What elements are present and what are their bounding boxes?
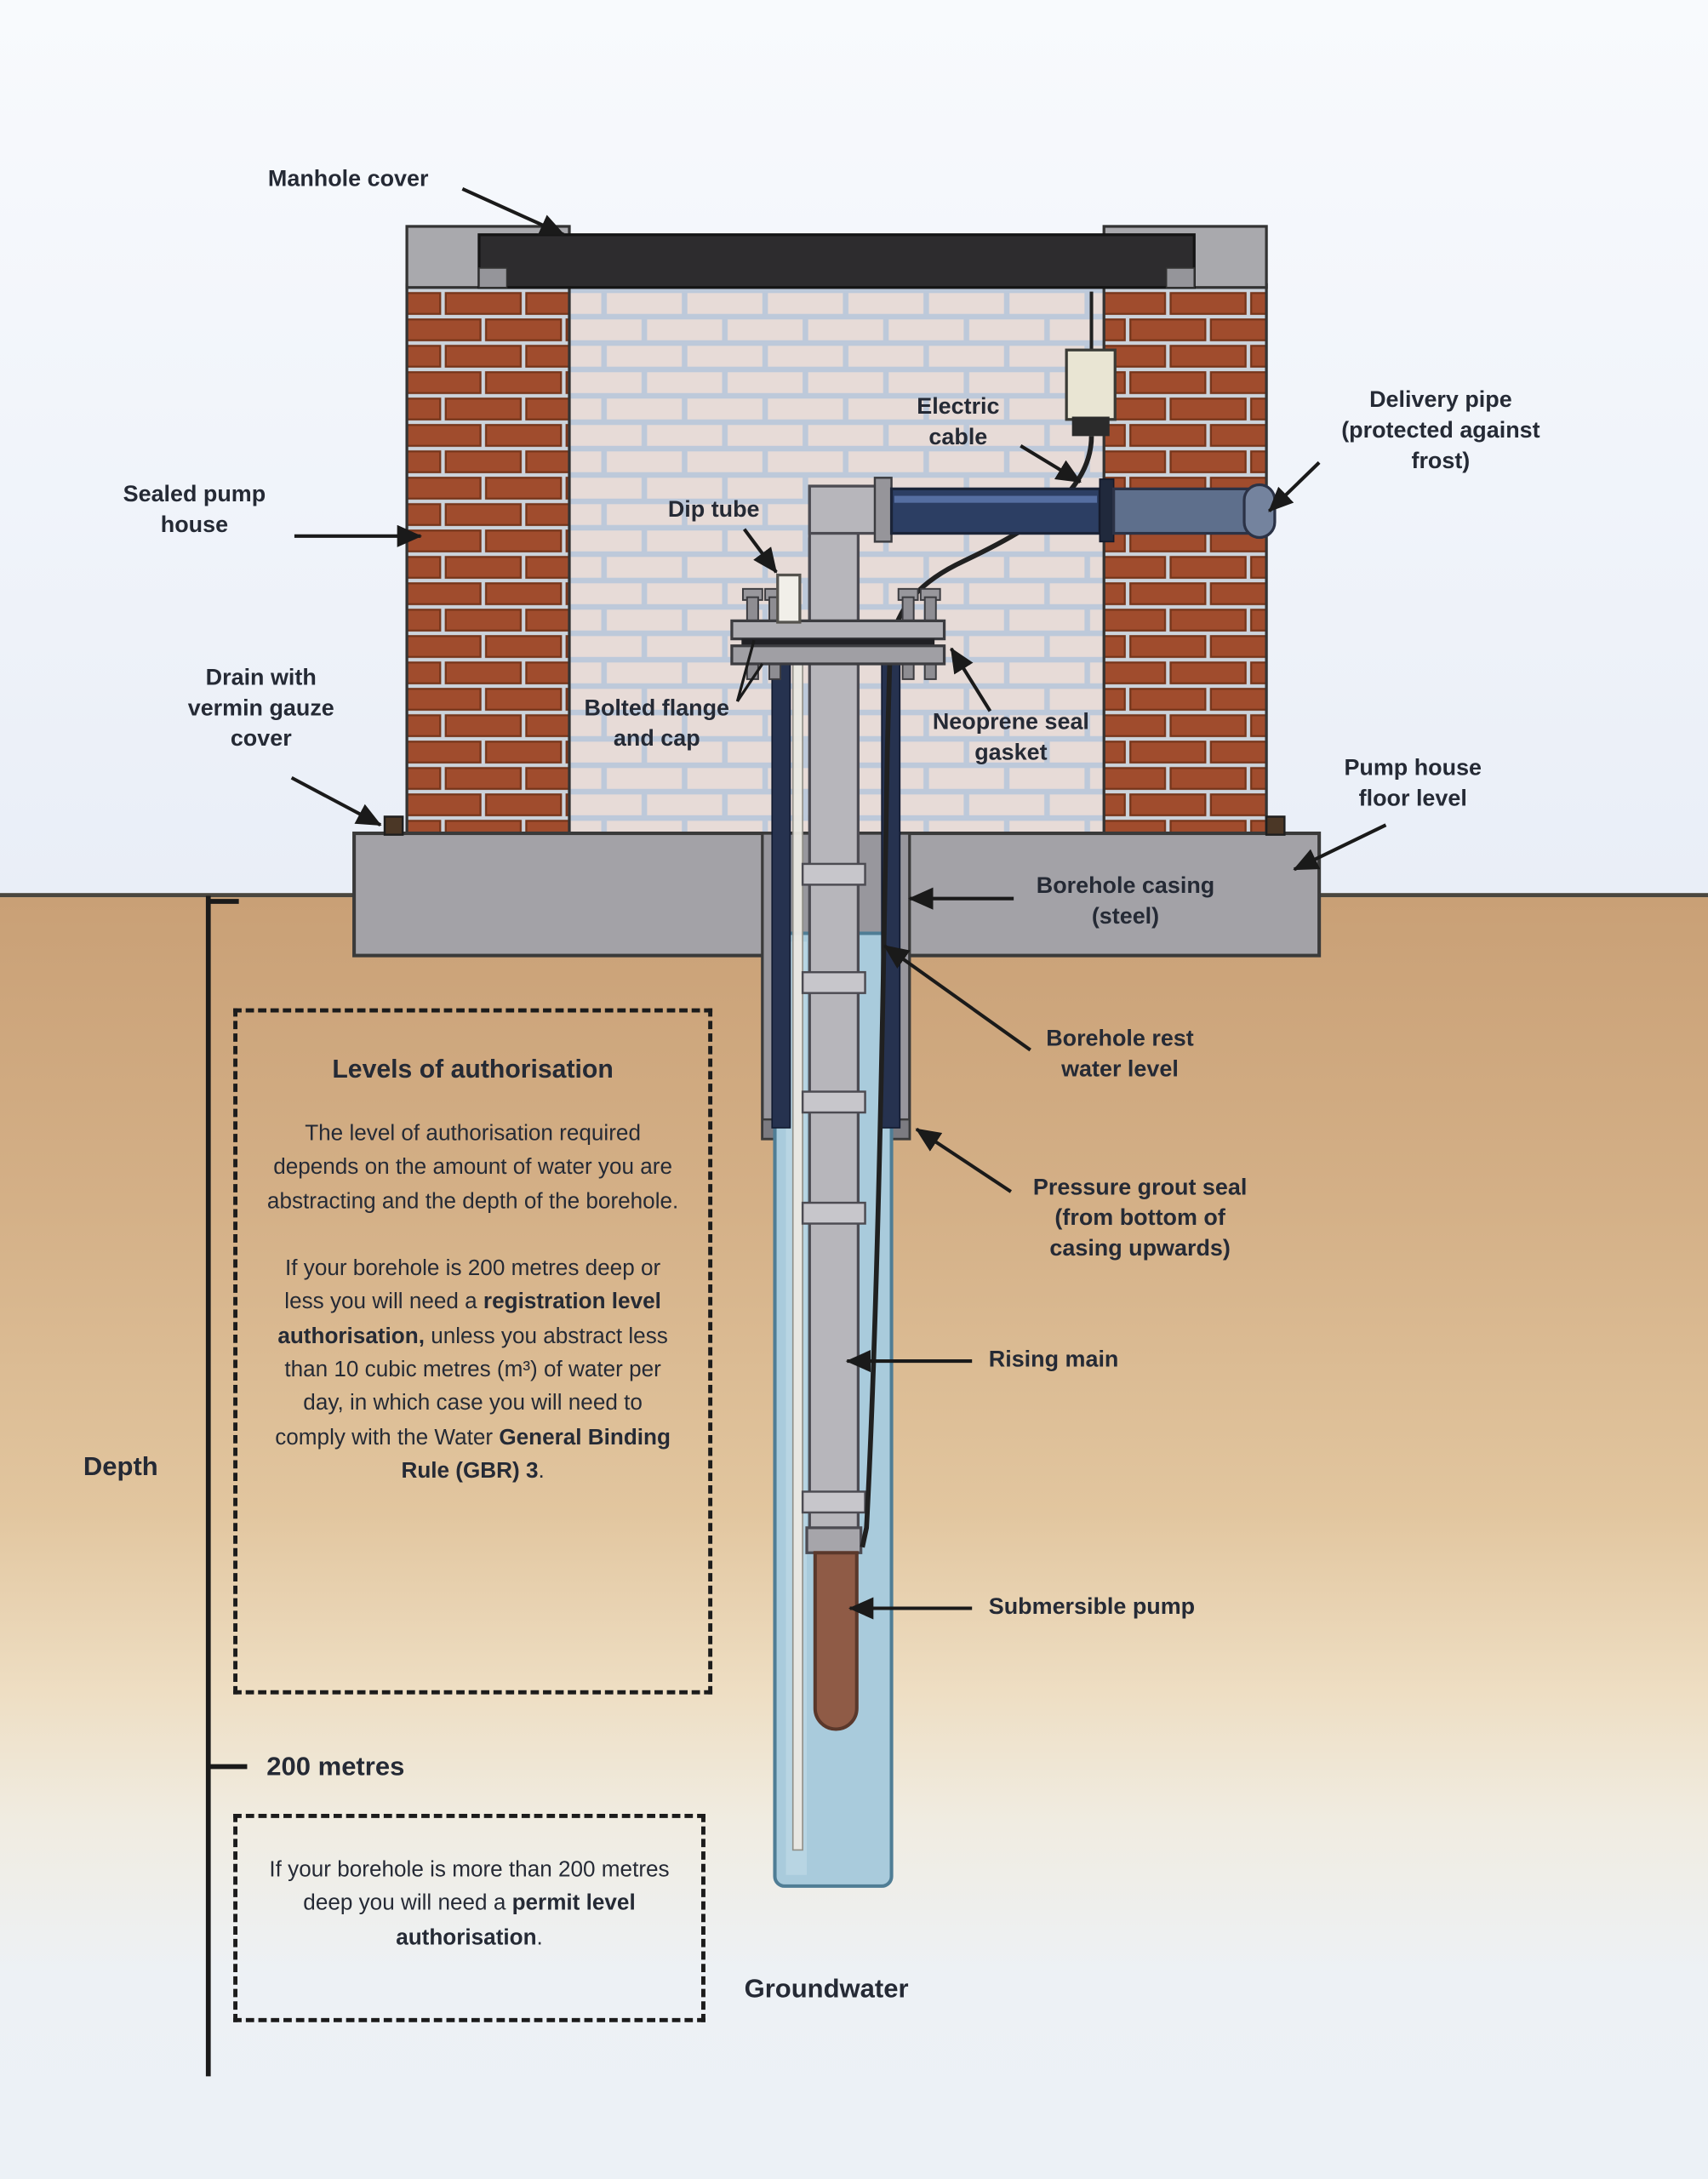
- label-dip-tube: Dip tube: [667, 497, 760, 523]
- delivery-pipe-group: [808, 477, 1277, 657]
- label-rising-main: Rising main: [988, 1347, 1119, 1373]
- label-submersible-pump: Submersible pump: [988, 1594, 1196, 1620]
- arrow-grout-seal: [915, 1127, 1013, 1193]
- pointer-bolted-flange-1: [736, 663, 764, 702]
- arrow-drain: [290, 775, 382, 827]
- pipe-highlight: [894, 495, 1098, 503]
- auth-para2-bold-2: General Binding Rule (GBR) 3: [401, 1425, 671, 1484]
- label-manhole-cover: Manhole cover: [267, 166, 429, 192]
- arrow-manhole-cover: [461, 187, 565, 237]
- flange-plate-bottom: [730, 644, 946, 666]
- neoprene-gasket: [741, 638, 935, 646]
- label-electric-cable: Electric cable: [917, 394, 1000, 450]
- arrow-delivery-pipe: [1267, 460, 1321, 512]
- pipe-couplings: [801, 862, 866, 1514]
- label-borehole-casing: Borehole casing (steel): [1036, 873, 1215, 929]
- wall-sleeve-pipe: [1111, 487, 1254, 535]
- left-brick-wall: [405, 283, 571, 835]
- junction-box-base: [1071, 416, 1110, 437]
- auth-para2-text-3: .: [538, 1459, 545, 1484]
- label-groundwater: Groundwater: [744, 1975, 909, 2005]
- pointer-arrows: [290, 187, 1387, 1620]
- manhole-cover-slab: [477, 233, 1196, 289]
- borehole-group: [761, 537, 911, 1888]
- depth-axis: [205, 895, 248, 2077]
- permit-text-1: If your borehole is more than 200 metres…: [269, 1858, 670, 1916]
- label-sealed-pump-house: Sealed pump house: [123, 482, 266, 538]
- cover-step-right: [1165, 267, 1196, 289]
- label-drain: Drain with vermin gauze cover: [187, 665, 334, 751]
- arrow-dip-tube: [742, 528, 778, 574]
- arrow-electric-cable: [1020, 444, 1082, 483]
- arrow-rest-water-level: [883, 944, 1031, 1052]
- arrow-neoprene-gasket: [949, 647, 992, 712]
- label-depth: Depth: [83, 1452, 158, 1483]
- auth-box-para1: The level of authorisation required depe…: [266, 1122, 679, 1214]
- flange-group: [730, 573, 946, 680]
- auth-para2-bold-1: registration level authorisation,: [277, 1290, 661, 1348]
- pointer-bolted-flange-2: [735, 639, 756, 702]
- pump-house: [405, 225, 1268, 835]
- auth-box-title: Levels of authorisation: [332, 1054, 614, 1084]
- drain-right: [1265, 815, 1286, 836]
- dip-tube: [776, 573, 802, 624]
- right-brick-wall: [1102, 283, 1268, 835]
- label-bolted-flange: Bolted flange and cap: [584, 695, 730, 752]
- permit-box-para: If your borehole is more than 200 metres…: [262, 1854, 676, 1955]
- label-200-metres: 200 metres: [266, 1753, 405, 1782]
- permit-bold-1: permit level authorisation: [396, 1891, 636, 1950]
- submersible-pump-body: [813, 1551, 859, 1731]
- auth-para2-text-1: If your borehole is 200 metres deep or l…: [284, 1256, 661, 1315]
- drain-left: [383, 815, 404, 836]
- label-neoprene-gasket: Neoprene seal gasket: [932, 709, 1089, 765]
- label-pressure-grout: Pressure grout seal (from bottom of casi…: [1032, 1175, 1248, 1261]
- auth-para2-text-2: unless you abstract less than 10 cubic m…: [275, 1324, 668, 1450]
- permit-text-2: .: [536, 1925, 543, 1950]
- levels-of-authorisation-box: Levels of authorisation The level of aut…: [233, 1008, 713, 1695]
- label-rest-water-level: Borehole rest water level: [1046, 1026, 1194, 1082]
- permit-level-box: If your borehole is more than 200 metres…: [233, 1814, 705, 2022]
- cover-step-left: [478, 267, 508, 289]
- label-delivery-pipe: Delivery pipe (protected against frost): [1341, 387, 1540, 473]
- arrow-floor-level: [1293, 823, 1387, 872]
- elbow-corner: [808, 484, 883, 535]
- label-pump-house-floor: Pump house floor level: [1344, 755, 1482, 811]
- auth-box-para2: If your borehole is 200 metres deep or l…: [266, 1253, 681, 1490]
